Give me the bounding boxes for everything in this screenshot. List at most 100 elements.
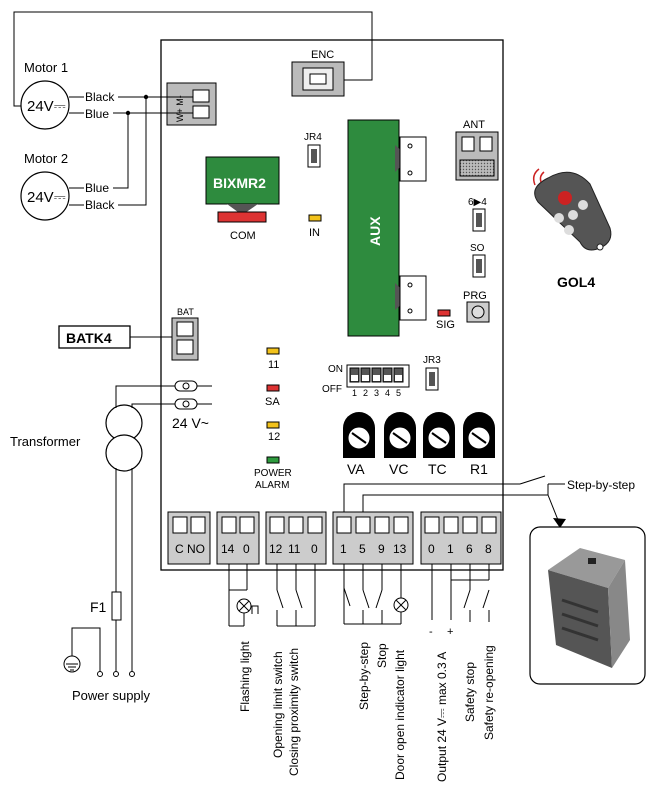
motor-2-voltage: 24V⎓ <box>27 189 66 206</box>
terminal-14: 14 <box>221 542 235 556</box>
ant-connector: ANT <box>455 119 499 181</box>
trimmer-tc: TC <box>423 412 455 477</box>
jr4-label: JR4 <box>304 132 322 143</box>
led-12-label: 12 <box>268 431 280 443</box>
trimmer-va: VA <box>343 412 375 477</box>
remote-label: GOL4 <box>557 274 595 290</box>
dip-num-4: 4 <box>385 388 390 398</box>
motor-2: Motor 2 24V⎓ Blue Black <box>20 151 115 221</box>
dip-off-label: OFF <box>322 384 342 395</box>
terminal-8: 8 <box>485 542 492 556</box>
dip-on-label: ON <box>328 364 343 375</box>
ant-label: ANT <box>463 119 485 131</box>
terminal-no: NO <box>187 542 205 556</box>
trimmer-va-label: VA <box>347 461 365 477</box>
motor-2-blue: Blue <box>85 181 109 195</box>
com-label: COM <box>230 230 256 242</box>
led-sa <box>266 384 280 392</box>
trimmer-r1-label: R1 <box>470 461 488 477</box>
sig-led <box>437 309 451 317</box>
terminal-block-light: 14 0 <box>216 511 260 565</box>
led-power-alarm <box>266 456 280 464</box>
dip-num-3: 3 <box>374 388 379 398</box>
dip-num-2: 2 <box>363 388 368 398</box>
fuse-label: F1 <box>90 599 107 615</box>
dip-num-1: 1 <box>352 388 357 398</box>
label-opening-limit: Opening limit switch <box>271 651 285 758</box>
output-plus: + <box>447 626 453 638</box>
motor-1-voltage: 24V⎓ <box>27 98 66 115</box>
led-11-label: 11 <box>268 359 279 371</box>
ground-icon <box>63 655 81 673</box>
label-stop: Stop <box>375 643 389 668</box>
batk4-label: BATK4 <box>66 330 112 346</box>
transformer: Transformer <box>10 404 143 472</box>
in-label: IN <box>309 227 320 239</box>
step-by-step-switch-label: Step-by-step <box>567 478 635 492</box>
control-board <box>160 39 504 571</box>
terminal-block-relay: C NO <box>167 511 211 565</box>
label-safety-reopen: Safety re-opening <box>482 645 496 740</box>
motor-1: Motor 1 24V⎓ Black Blue <box>20 60 115 130</box>
sig-label: SIG <box>436 319 455 331</box>
label-output-24v: Output 24 V⎓ max 0.3 A <box>435 652 449 782</box>
jr3-label: JR3 <box>423 355 441 366</box>
output-minus: - <box>429 626 433 638</box>
motor-terminal-label: W+ M- <box>175 95 185 122</box>
terminal-block-limit: 12 11 0 <box>265 511 327 565</box>
terminal-13: 13 <box>393 542 407 556</box>
enc-label: ENC <box>311 49 334 61</box>
dip-switch: ON OFF 1 2 3 4 5 <box>322 364 410 398</box>
aux-label: AUX <box>367 216 383 246</box>
remote-control-icon <box>532 168 612 251</box>
terminal-0c: 0 <box>428 542 435 556</box>
led-12 <box>266 421 280 429</box>
motor-1-title: Motor 1 <box>24 60 68 75</box>
trimmer-tc-label: TC <box>428 461 447 477</box>
terminal-block-commands: 1 5 9 13 <box>332 511 414 565</box>
bixmr2-module: BIXMR2 COM <box>205 156 280 242</box>
terminal-5: 5 <box>359 542 366 556</box>
motor-2-black: Black <box>85 198 115 212</box>
terminal-1b: 1 <box>447 542 454 556</box>
bixmr2-label: BIXMR2 <box>213 175 266 191</box>
terminal-c: C <box>175 542 184 556</box>
label-door-open-light: Door open indicator light <box>393 649 407 780</box>
motor-1-blue: Blue <box>85 107 109 121</box>
jumper-6-4-label: 6▶4 <box>468 197 487 208</box>
so-label: SO <box>470 243 485 254</box>
motor-2-title: Motor 2 <box>24 151 68 166</box>
wall-switch-box <box>529 526 646 685</box>
trimmer-vc-label: VC <box>389 461 408 477</box>
terminal-block-safety: 0 1 6 8 <box>420 511 502 565</box>
trimmer-vc: VC <box>384 412 416 477</box>
label-flashing-light: Flashing light <box>238 641 252 712</box>
fuse-f1 <box>111 591 122 621</box>
terminal-9: 9 <box>378 542 385 556</box>
trimmer-r1: R1 <box>463 412 495 477</box>
power-supply-label: Power supply <box>72 688 151 703</box>
led-11 <box>266 347 280 355</box>
terminal-1a: 1 <box>340 542 347 556</box>
terminal-0a: 0 <box>243 542 250 556</box>
ac-voltage-label: 24 V~ <box>172 415 209 431</box>
label-safety-stop: Safety stop <box>463 662 477 722</box>
in-led <box>308 214 322 222</box>
terminal-6: 6 <box>466 542 473 556</box>
aux-module: AUX <box>347 119 427 337</box>
transformer-label: Transformer <box>10 434 81 449</box>
motor-terminal-block: W+ M- <box>166 82 217 126</box>
terminal-11: 11 <box>288 542 301 556</box>
bat-label: BAT <box>177 307 194 317</box>
terminal-12: 12 <box>269 542 283 556</box>
led-sa-label: SA <box>265 396 280 408</box>
power-label: POWER <box>254 468 292 479</box>
terminal-0b: 0 <box>311 542 318 556</box>
motor-1-black: Black <box>85 90 115 104</box>
enc-connector: ENC <box>291 49 345 97</box>
prg-label: PRG <box>463 290 487 302</box>
alarm-label: ALARM <box>255 480 289 491</box>
dip-num-5: 5 <box>396 388 401 398</box>
